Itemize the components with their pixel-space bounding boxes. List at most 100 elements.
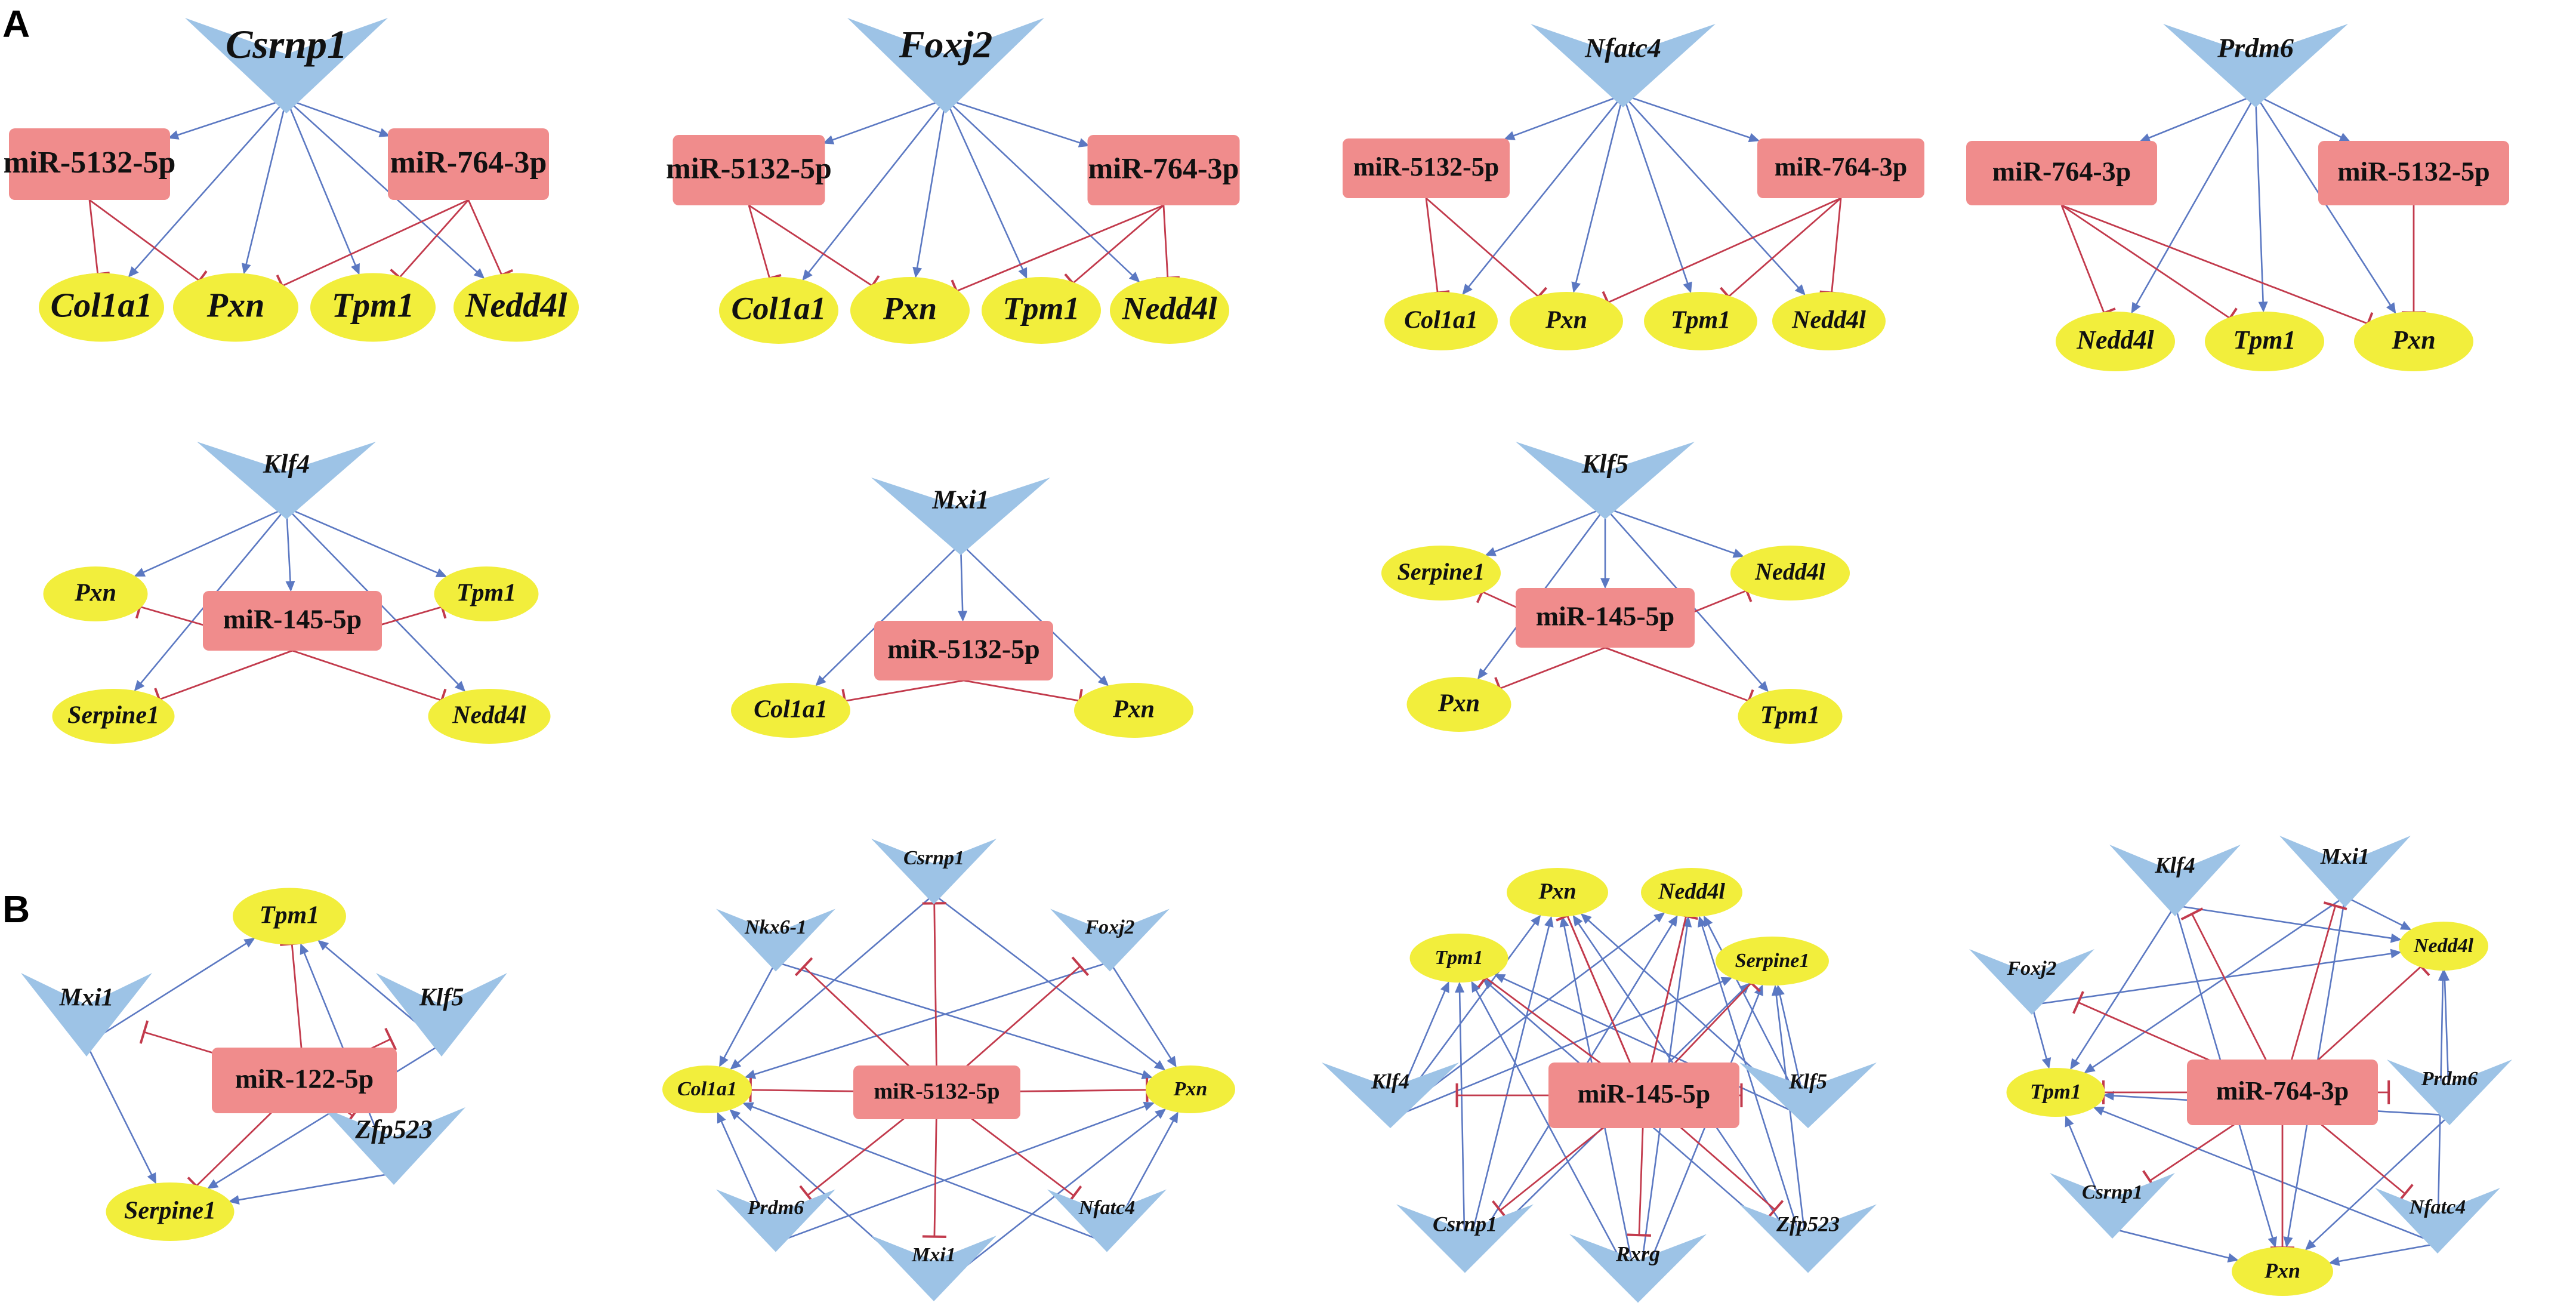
tf-label: Nfatc4 [2409, 1196, 2466, 1218]
mirna-label: miR-5132-5p [874, 1079, 999, 1104]
activation-edge [960, 543, 1108, 685]
tf-label: Mxi1 [58, 984, 113, 1011]
activation-edge [86, 938, 254, 1045]
inhibition-edge [1425, 198, 1439, 293]
activation-edge [285, 98, 360, 273]
gene-label: Serpine1 [1397, 558, 1485, 585]
activation-arrowhead [912, 266, 923, 278]
inhibition-edge [933, 903, 938, 1093]
gene-label: Tpm1 [1003, 290, 1080, 326]
gene-node-shape [1507, 868, 1608, 917]
gene-node-shape [2205, 312, 2324, 371]
activation-edge [2254, 94, 2265, 310]
mirna-node-shape [9, 128, 170, 200]
activation-edge [775, 1102, 1153, 1243]
mirna-node-shape [1966, 141, 2157, 205]
tf-label: Klf5 [419, 984, 464, 1011]
inhibition-edge [292, 649, 442, 701]
activation-arrowhead [717, 1111, 726, 1124]
inhibition-edge [956, 204, 1164, 292]
inhibition-edge [2060, 205, 2105, 313]
mirna-label: miR-145-5p [1578, 1079, 1710, 1108]
gene-label: Nedd4l [2076, 325, 2154, 355]
activation-edge [915, 98, 947, 276]
inhibition-edge [282, 199, 469, 287]
activation-edge [1605, 507, 1742, 557]
tf-label: Foxj2 [899, 23, 992, 66]
activation-arrowhead [128, 266, 139, 278]
gene-node-shape [1644, 292, 1757, 350]
gene-node-shape [1510, 292, 1623, 350]
inhibition-edge [467, 199, 503, 276]
tf-label: Prdm6 [2217, 32, 2294, 63]
activation-arrowhead [1668, 915, 1678, 927]
activation-arrowhead [2131, 301, 2141, 314]
mirna-node-shape [853, 1065, 1020, 1119]
tf-node-shape [2050, 1173, 2175, 1239]
activation-edge [243, 98, 288, 273]
mirna-node-shape [1087, 135, 1240, 205]
activation-arrowhead [1455, 981, 1465, 993]
activation-arrowhead [2093, 1106, 2105, 1116]
inhibition-bar [922, 1235, 946, 1238]
gene-label: Pxn [1437, 690, 1480, 717]
tf-node-shape [1516, 442, 1695, 519]
inhibition-edge [88, 199, 99, 275]
gene-node-shape [662, 1065, 752, 1113]
tf-node-shape [1322, 1063, 1459, 1128]
activation-arrowhead [285, 581, 295, 592]
gene-label: Serpine1 [124, 1197, 216, 1225]
tf-label: Foxj2 [1084, 916, 1134, 938]
activation-edge [1463, 94, 1624, 294]
inhibition-edge [2061, 204, 2368, 325]
activation-edge [1390, 977, 1731, 1119]
activation-edge [1622, 94, 1758, 141]
activation-edge [169, 98, 287, 138]
tf-node-shape [2109, 845, 2241, 916]
activation-arrowhead [2390, 948, 2402, 959]
gene-label: Tpm1 [1760, 702, 1820, 729]
gene-label: Serpine1 [67, 702, 159, 729]
mirna-node-shape [1343, 138, 1510, 198]
activation-edge [2071, 905, 2176, 1068]
activation-arrowhead [1771, 984, 1781, 996]
activation-edge [286, 98, 388, 137]
gene-label: Col1a1 [731, 290, 826, 326]
tf-node-shape [21, 973, 152, 1057]
activation-arrowhead [1471, 981, 1481, 993]
gene-node-shape [2232, 1247, 2333, 1296]
gene-node-shape [850, 277, 970, 344]
activation-edge [1506, 94, 1624, 140]
edges-layer [85, 94, 2451, 1293]
gene-node-shape [1406, 677, 1511, 732]
mirna-label: miR-764-3p [390, 146, 547, 180]
mirna-node-shape [212, 1048, 397, 1113]
gene-node-shape [1074, 683, 1193, 738]
tf-node-shape [1969, 949, 2094, 1015]
gene-label: Nedd4l [2413, 935, 2474, 957]
tf-label: Foxj2 [2006, 957, 2056, 980]
gene-label: Pxn [1545, 307, 1587, 334]
tf-node-shape [376, 973, 507, 1057]
activation-arrowhead [1732, 549, 1745, 558]
activation-arrowhead [1571, 281, 1581, 293]
inhibition-edge [1608, 197, 1841, 304]
activation-arrowhead [1440, 981, 1449, 993]
tf-label: Zfp523 [1776, 1212, 1840, 1236]
inhibition-bar [2180, 907, 2204, 920]
activation-arrowhead [2084, 1063, 2096, 1073]
inhibition-edge [1727, 197, 1841, 298]
activation-edge [85, 1043, 156, 1182]
gene-label: Tpm1 [1671, 307, 1730, 334]
gene-node-shape [1738, 689, 1843, 744]
mirna-node-shape [672, 135, 825, 205]
inhibition-edge [844, 679, 964, 702]
activation-arrowhead [1739, 983, 1750, 994]
gene-node-shape [454, 273, 579, 342]
activation-arrowhead [2390, 933, 2402, 943]
tf-label: Csrnp1 [2082, 1181, 2143, 1203]
activation-arrowhead [1485, 547, 1497, 556]
activation-arrowhead [2258, 301, 2268, 313]
